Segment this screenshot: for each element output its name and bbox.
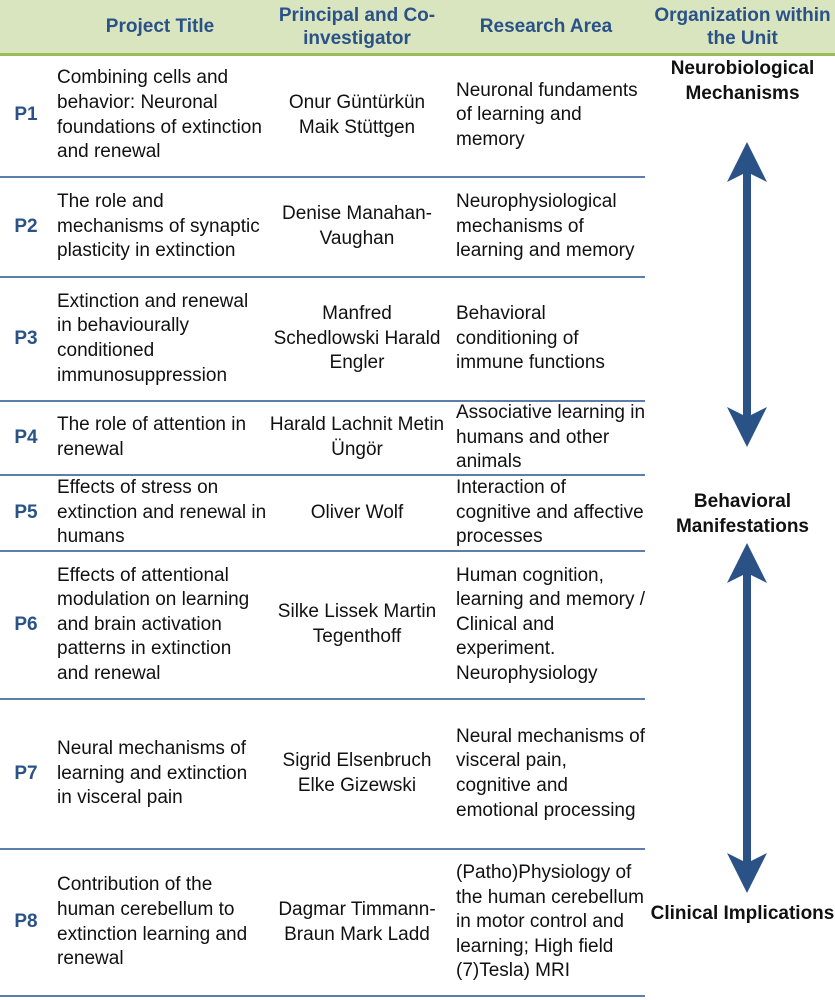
project-id: P4 (14, 426, 38, 448)
table-row: P5 Effects of stress on extinction and re… (0, 476, 645, 552)
investigators: Manfred Schedlowski Harald Engler (273, 303, 441, 374)
table-row: P2 The role and mechanisms of synaptic pl… (0, 178, 645, 278)
project-id: P2 (14, 215, 38, 237)
header-organization: Organization within the Unit (654, 4, 831, 49)
project-id: P6 (14, 613, 38, 635)
header-research-area: Research Area (479, 16, 613, 37)
header-project-title: Project Title (105, 16, 215, 37)
project-title: Combining cells and behavior: Neuronal f… (57, 67, 262, 163)
table-row: P1 Combining cells and behavior: Neuronal… (0, 55, 645, 178)
investigators: Oliver Wolf (310, 501, 404, 523)
table-row: P4 The role of attention in renewal Harald… (0, 402, 645, 476)
project-title: Effects of attentional modulation on lea… (57, 564, 250, 684)
double-arrow-icon (727, 142, 767, 447)
table-header: Project Title Principal and Co-investiga… (0, 0, 835, 56)
project-id: P5 (14, 501, 38, 523)
header-investigator: Principal and Co-investigator (278, 4, 436, 49)
research-area: Neural mechanisms of visceral pain, cogn… (456, 725, 646, 821)
project-title: Contribution of the human cerebellum to … (57, 874, 248, 970)
org-behavioral: Behavioral Manifestations (675, 491, 810, 537)
research-area: Associative learning in humans and other… (456, 402, 646, 473)
org-clinical: Clinical Implications (650, 903, 835, 924)
research-area: Behavioral conditioning of immune functi… (456, 303, 605, 374)
research-area: Interaction of cognitive and affective p… (456, 477, 644, 548)
research-area: Neuronal fundaments of learning and memo… (456, 79, 638, 150)
project-id: P7 (14, 762, 38, 784)
research-area: (Patho)Physiology of the human cerebellu… (456, 862, 644, 982)
project-id: P1 (14, 104, 38, 126)
investigators: Silke Lissek Martin Tegenthoff (277, 601, 437, 647)
table-row: P8 Contribution of the human cerebellum t… (0, 850, 645, 997)
project-id: P8 (14, 911, 38, 933)
project-title: The role of attention in renewal (57, 414, 247, 460)
investigators: Onur Güntürkün Maik Stüttgen (288, 91, 426, 138)
research-area: Human cognition, learning and memory / C… (456, 564, 646, 684)
investigators: Sigrid Elsenbruch Elke Gizewski (282, 750, 432, 796)
org-neurobiological: Neurobiological Mechanisms (670, 58, 815, 104)
project-title: Effects of stress on extinction and rene… (57, 477, 267, 548)
project-title: Neural mechanisms of learning and extinc… (57, 738, 248, 809)
project-title: The role and mechanisms of synaptic plas… (57, 191, 260, 262)
research-area: Neurophysiological mechanisms of learnin… (456, 191, 635, 262)
project-id: P3 (14, 327, 38, 349)
table-row: P6 Effects of attentional modulation on l… (0, 552, 645, 700)
double-arrow-icon (727, 543, 767, 893)
table-row: P7 Neural mechanisms of learning and exti… (0, 700, 645, 850)
investigators: Dagmar Timmann-Braun Mark Ladd (278, 898, 436, 945)
investigators: Denise Manahan-Vaughan (282, 203, 432, 249)
investigators: Harald Lachnit Metin Üngör (269, 414, 445, 460)
project-title: Extinction and renewal in behaviourally … (57, 290, 249, 386)
table-row: P3 Extinction and renewal in behaviourall… (0, 278, 645, 402)
